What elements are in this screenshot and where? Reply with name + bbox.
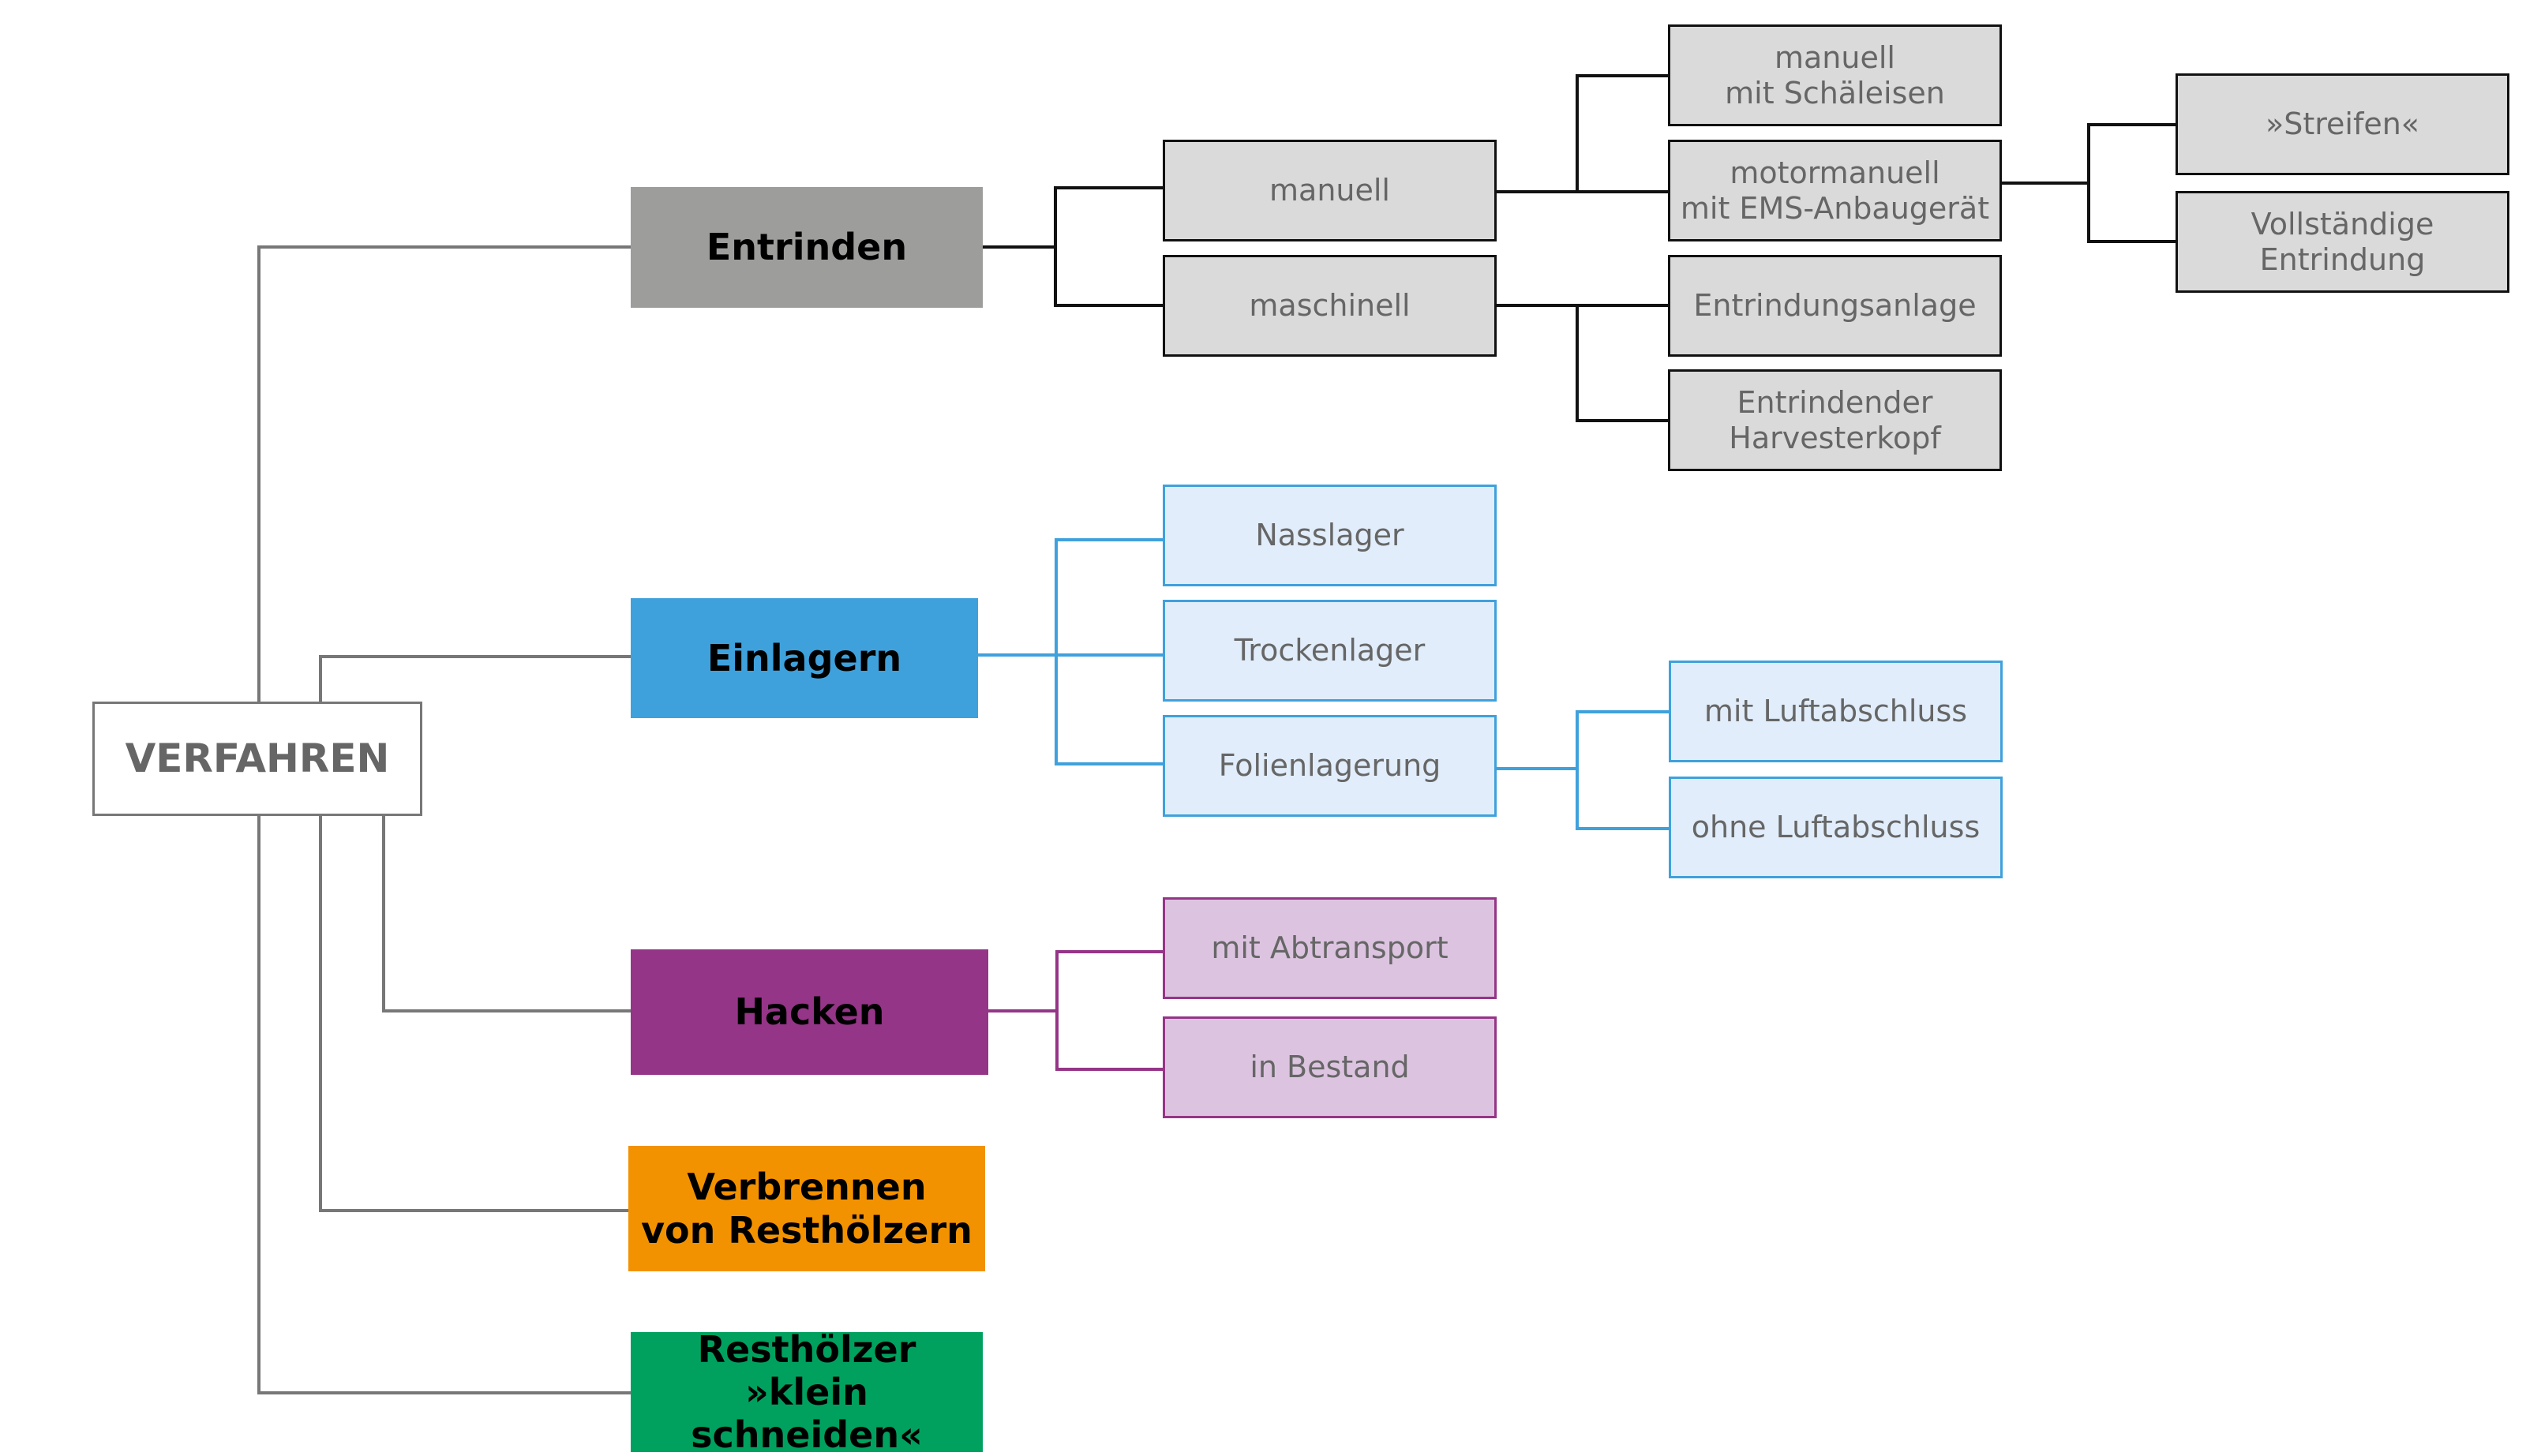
node-nasslager[interactable]: Nasslager [1163,485,1497,586]
node-folienlagerung[interactable]: Folienlagerung [1163,715,1497,817]
node-ohne-luftabschluss[interactable]: ohne Luftabschluss [1669,777,2003,878]
connector-hacken-bracket [1055,950,1163,1071]
node-motormanuell-mit-ems-anbaugeraet[interactable]: motormanuell mit EMS-Anbaugerät [1668,140,2002,241]
node-einlagern[interactable]: Einlagern [631,598,978,718]
node-resthoelzer-klein-schneiden[interactable]: Resthölzer »klein schneiden« [631,1328,983,1456]
node-manuell-mit-schaeleisen[interactable]: manuell mit Schäleisen [1668,24,2002,126]
connector-root-hacken [382,816,631,1012]
node-maschinell[interactable]: maschinell [1163,255,1497,357]
node-verbrennen-von-resthoelzern[interactable]: Verbrennen von Resthölzern [628,1146,985,1271]
node-vollstaendige-entrindung[interactable]: Vollständige Entrindung [2176,191,2509,293]
node-mit-luftabschluss[interactable]: mit Luftabschluss [1669,661,2003,762]
connector-manuell-bracket [1576,74,1668,193]
node-in-bestand[interactable]: in Bestand [1163,1016,1497,1118]
node-entrindungsanlage[interactable]: Entrindungsanlage [1668,255,2002,357]
node-entrindender-harvesterkopf[interactable]: Entrindender Harvesterkopf [1668,369,2002,471]
node-trockenlager[interactable]: Trockenlager [1163,600,1497,702]
node-streifen[interactable]: »Streifen« [2176,73,2509,175]
connector-root-entrinden [257,245,631,702]
connector-folienlagerung-bracket [1576,710,1669,830]
root-node-verfahren[interactable]: VERFAHREN [92,702,422,816]
node-entrinden[interactable]: Entrinden [631,187,983,308]
connector-root-einlagern [319,655,631,702]
node-manuell[interactable]: manuell [1163,140,1497,241]
connector-motormanuell-bracket [2087,123,2176,243]
connector-root-verbrennen [319,816,628,1212]
connector-maschinell-bracket [1576,305,1668,422]
connector-entrinden-bracket [1054,186,1163,307]
connector-einlagern-bracket [1055,538,1163,765]
node-hacken[interactable]: Hacken [631,949,988,1075]
node-mit-abtransport[interactable]: mit Abtransport [1163,897,1497,999]
connector-root-resthoelzer [257,816,631,1394]
